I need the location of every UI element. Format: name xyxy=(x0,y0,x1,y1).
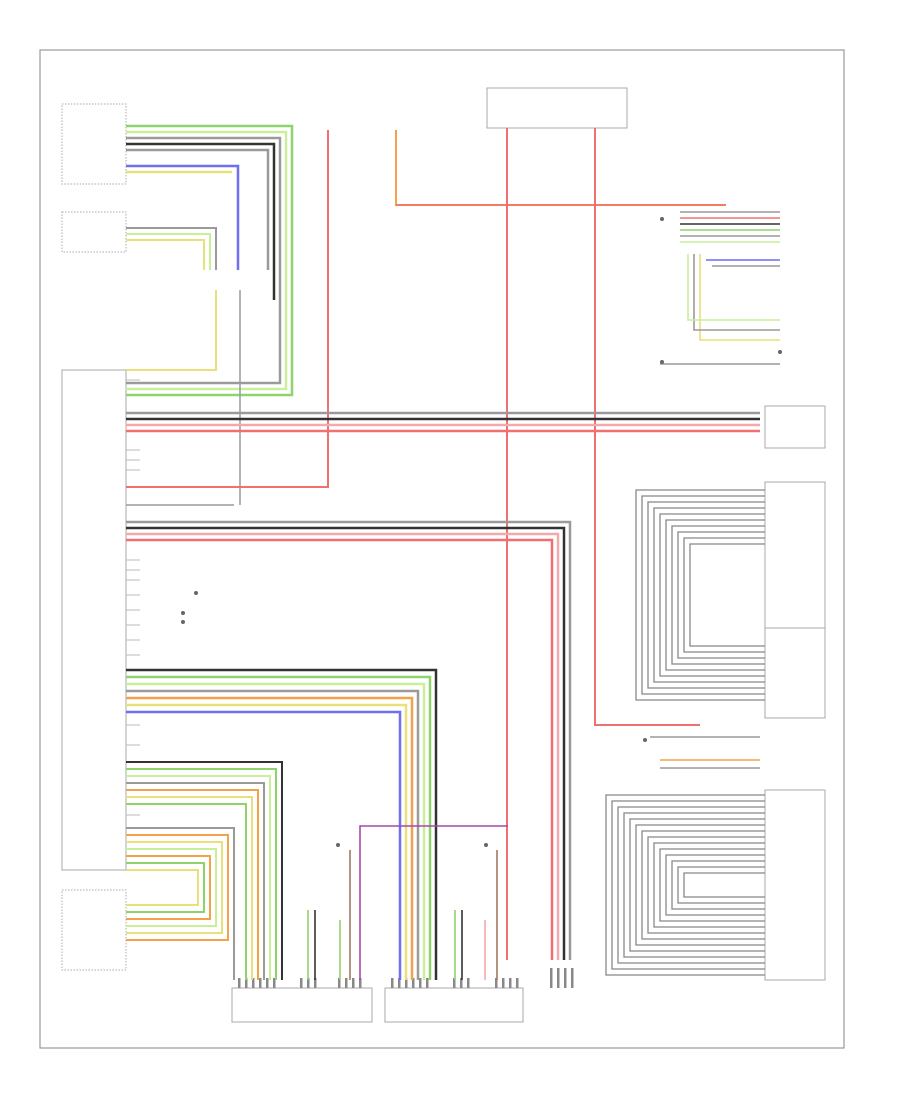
fuse-box-top xyxy=(486,87,628,129)
connector-box-right-4 xyxy=(764,789,826,981)
wire-bundle-small-module xyxy=(126,227,241,506)
right-bundle-4 xyxy=(605,794,765,976)
connector-box-right-1 xyxy=(764,405,826,449)
wire-bundle-top-left xyxy=(126,124,294,397)
main-module-box xyxy=(61,369,127,871)
right-upper-wires xyxy=(660,211,780,365)
speaker-pins-left xyxy=(238,978,362,988)
ground-symbols xyxy=(181,217,782,847)
right-bundle-2 xyxy=(635,489,765,701)
component-box-lower-left xyxy=(61,889,127,971)
module-pin-ticks xyxy=(126,379,140,816)
speaker-bundle-upper xyxy=(126,668,438,980)
speaker-box-right xyxy=(384,987,524,1023)
connector-box-right-3 xyxy=(764,627,826,719)
fuse-feed-wires xyxy=(126,128,726,960)
right-mid-short-wires xyxy=(650,736,760,769)
speaker-bundle-lower xyxy=(126,827,235,980)
violet-wire xyxy=(307,825,508,980)
speaker-pins-right xyxy=(391,968,574,988)
main-bus-wires xyxy=(126,411,760,433)
speaker-bundle-middle xyxy=(126,761,283,980)
component-box-top-left xyxy=(61,103,127,185)
diagram-frame xyxy=(39,49,845,1049)
mid-bus-wires xyxy=(126,520,572,960)
speaker-box-left xyxy=(231,987,373,1023)
connector-box-right-2 xyxy=(764,481,826,629)
component-box-small xyxy=(61,211,127,253)
